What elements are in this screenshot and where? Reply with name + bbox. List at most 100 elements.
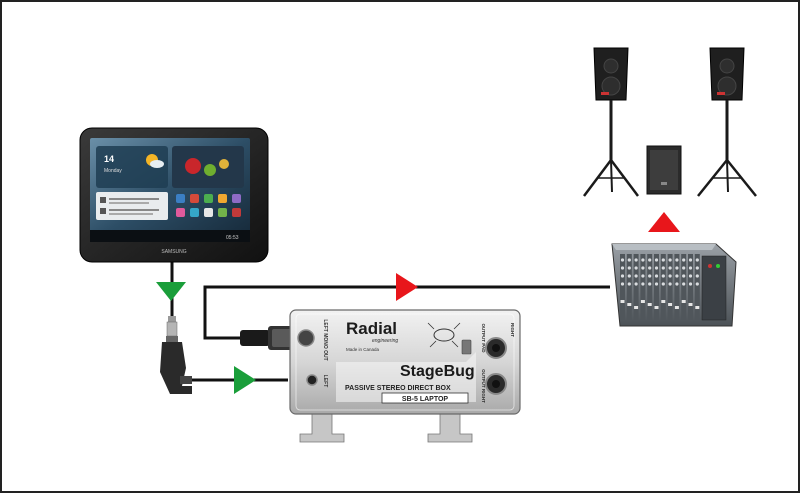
mixer-knob [627,258,631,262]
mixer-knob [620,282,625,286]
mixer-knob [641,266,645,270]
mixer-knob [641,274,645,278]
radial-logo: Radial [346,319,397,338]
mixer-knob [695,266,699,270]
mixer-knob [648,282,652,286]
mixer-knob [654,274,659,278]
mixer-knob [668,258,672,262]
mixer-knob [648,274,652,278]
mixer-channel-strip [667,254,673,320]
output-right-label: OUTPUT RIGHT [481,369,486,403]
mixer-knob [648,258,652,262]
mixer-knob [648,266,652,270]
direct-box: LEFT MONO OUT LEFT Radial engineering Ma… [289,309,521,443]
mixer-knob [695,258,699,262]
mixer-knob [654,258,659,262]
mixer-knob [668,274,672,278]
mixer-knob [668,282,672,286]
mixer-knob [695,274,699,278]
mixer-channel-strip [694,254,700,320]
mixer-knob [695,282,699,286]
mixer-knob [675,282,679,286]
tablet-app-icons [176,194,241,217]
photo-fruit-red [185,158,201,174]
product-name: StageBug [400,363,475,380]
mixer-knob [682,282,686,286]
mixer-knob [620,274,625,278]
tablet-clock-day: 14 [104,154,114,164]
mixer-knob [668,266,672,270]
mixer-fader [640,300,645,303]
mixer-knob [675,266,679,270]
mixer-knob [688,258,693,262]
mixer-knob [620,266,625,270]
tablet-navbar [90,230,250,242]
radial-logo-subtext: engineering [372,338,398,344]
mixer-channel-strip [626,254,632,320]
model-name: SB-5 LAPTOP [402,396,448,403]
mixer-knob [627,266,631,270]
mixer-fader [674,306,679,309]
mixer-knob [620,258,625,262]
product-line: PASSIVE STEREO DIRECT BOX [345,385,451,392]
photo-fruit-yellow [219,159,229,169]
mini-input-jack [306,374,318,386]
mixer-knob [675,274,679,278]
mixer-knob [627,274,631,278]
mixer-channel-strips [620,254,700,320]
mixer-channel-strip [654,254,659,320]
speaker-right [697,47,757,197]
mixer-knob [682,274,686,278]
mixer-knob [634,282,638,286]
mixer-fader [688,303,693,306]
mixer-knob [627,282,631,286]
mixer-knob [682,266,686,270]
signal-arrow-right-green [234,366,256,394]
left-input-label: LEFT [322,375,328,388]
model-badge [381,392,469,404]
mixer-fader [620,300,625,303]
mini-jack-plug [160,316,192,394]
mixer-knob [661,274,665,278]
mixer-fader [661,300,666,303]
signal-arrow-up-red [648,212,680,232]
tablet: 14 Monday 05:53 SAMSUNG [79,127,269,263]
tablet-brand: SAMSUNG [161,249,186,255]
mixer-knob [688,282,693,286]
mixer-knob [654,282,659,286]
output-pad-switch [461,339,472,355]
mixer-fader [695,306,700,309]
mixer-knob [641,282,645,286]
mixer-channel-strip [640,254,646,320]
left-mono-out-label: LEFT MONO OUT [322,319,328,360]
mixer-knob [641,258,645,262]
mixer-knob [634,266,638,270]
mixer-knob [654,266,659,270]
mixer-knob [688,266,693,270]
mixer-knob [661,258,665,262]
mixer-channel-strip [688,254,693,320]
tablet-status-time: 05:53 [226,235,239,241]
mixer-fader [627,303,632,306]
mixer-channel-strip [647,254,653,320]
mixer-knob [634,274,638,278]
made-in-label: Made in Canada [346,347,380,352]
tablet-clock-weekday: Monday [104,168,122,174]
tablet-email-widget [96,192,168,220]
mixer-fader [634,306,639,309]
mixer-knob [682,258,686,262]
photo-fruit-green [204,164,216,176]
xlr-output-jack [297,329,315,347]
cloud-icon [150,160,164,168]
mixer-fader [647,303,652,306]
mixer-knob [634,258,638,262]
mixer [611,243,737,327]
mixer-channel-strip [674,254,680,320]
mixer-knob [661,282,665,286]
right-label: RIGHT [510,323,515,337]
mixer-channel-strip [681,254,687,320]
subwoofer [646,145,682,195]
mixer-knob [675,258,679,262]
output-pad-label: OUTPUT PAD [481,324,486,354]
